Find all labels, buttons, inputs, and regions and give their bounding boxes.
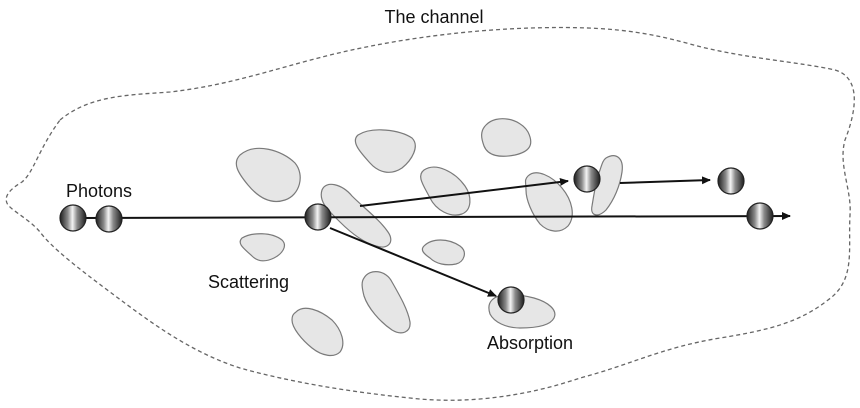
photon xyxy=(746,202,774,230)
particle-blob xyxy=(361,271,411,334)
main-ray xyxy=(81,212,791,221)
particle-blob xyxy=(481,118,532,157)
photons-label: Photons xyxy=(66,181,132,201)
scatter-ray-up-2 xyxy=(619,176,711,185)
photon xyxy=(497,286,525,314)
photon xyxy=(717,167,745,195)
photon xyxy=(304,203,332,231)
particle-blob xyxy=(421,239,465,266)
scatter-ray-down xyxy=(329,227,497,297)
photon xyxy=(59,204,87,232)
absorption-label: Absorption xyxy=(487,333,573,353)
photon xyxy=(573,165,601,193)
scatter-ray-up xyxy=(359,177,569,207)
particle-blob xyxy=(320,183,392,248)
scattering-label: Scattering xyxy=(208,272,289,292)
particle-blob xyxy=(420,166,471,216)
particle-blob xyxy=(354,129,416,173)
particle-blob xyxy=(235,147,301,203)
photon xyxy=(95,205,123,233)
particle-blob xyxy=(291,307,344,357)
channel-boundary xyxy=(5,26,855,401)
particle-blob xyxy=(239,233,286,262)
channel-label: The channel xyxy=(384,7,483,27)
particle-blob xyxy=(591,155,623,216)
